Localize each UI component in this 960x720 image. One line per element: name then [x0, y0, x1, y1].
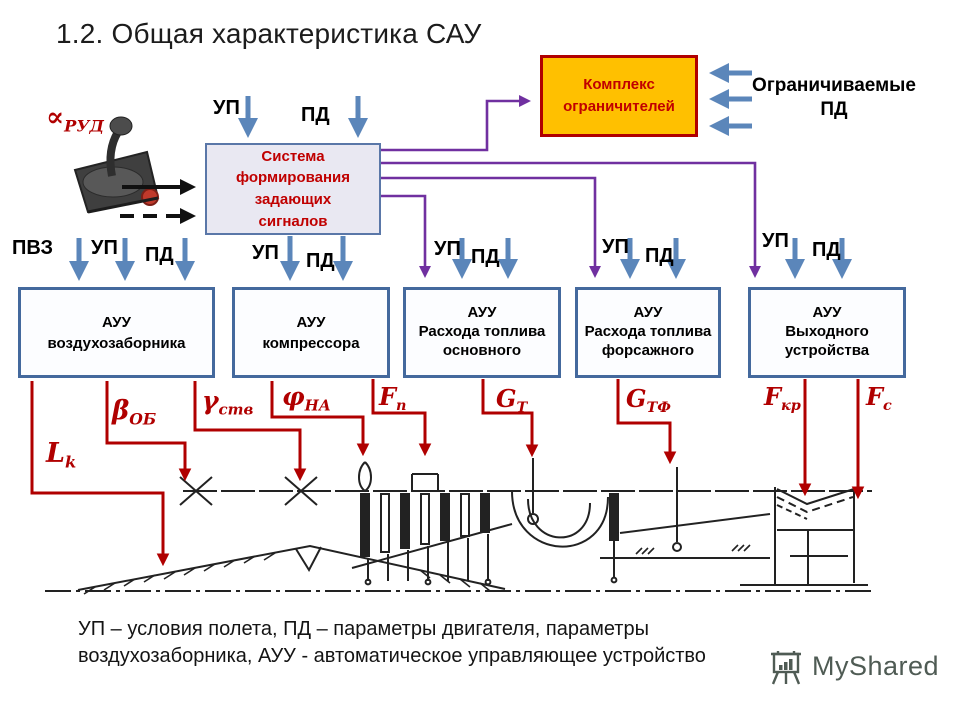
- label-pd-box5: ПД: [812, 239, 841, 261]
- auu2-line1: АУУ: [296, 313, 326, 331]
- legend-caption-line1: УП – условия полета, ПД – параметры двиг…: [78, 618, 649, 640]
- label-up-box4: УП: [602, 236, 629, 258]
- symbol-gamma-glyph: γ: [202, 386, 219, 415]
- signal-box-line4: сигналов: [258, 212, 328, 230]
- symbol-Fc-glyph: F: [866, 382, 884, 411]
- auu5-line3: устройства: [784, 341, 870, 359]
- limited-pd-line2: ПД: [820, 98, 848, 120]
- symbol-Fc-sub: с: [883, 397, 892, 415]
- symbol-Lk-glyph: L: [46, 438, 65, 469]
- label-pd-box4: ПД: [645, 245, 674, 267]
- red-actuator-lines: [30, 379, 865, 567]
- limiter-box-line1: Комплекс: [583, 75, 655, 93]
- limited-pd-line1: Ограничиваемые: [752, 75, 916, 96]
- auu-box-main-fuel: АУУ Расхода топлива основного: [403, 287, 561, 378]
- throttle-lever-image: [73, 116, 160, 214]
- auu1-line1: АУУ: [102, 313, 131, 331]
- myshared-watermark[interactable]: MyShared: [768, 646, 939, 686]
- symbol-Gt-sub: Т: [516, 399, 528, 417]
- signal-box-line2: формирования: [235, 169, 351, 187]
- symbol-beta-ob: βОБ: [112, 396, 156, 428]
- symbol-Gt-glyph: G: [496, 384, 517, 413]
- symbol-Fkr-glyph: F: [764, 382, 782, 411]
- auu3-line2: Расхода топлива: [418, 323, 546, 341]
- label-up-top: УП: [213, 97, 240, 119]
- symbol-Lk: Lk: [46, 438, 76, 472]
- slide-title: 1.2. Общая характеристика САУ: [56, 18, 482, 49]
- label-pd-top: ПД: [301, 104, 330, 126]
- label-pvz: ПВЗ: [12, 237, 54, 259]
- symbol-gamma-sub: ств: [218, 400, 254, 419]
- signal-box-line1: Система: [261, 147, 325, 165]
- auu4-line3: форсажного: [601, 341, 695, 359]
- label-up-box3: УП: [434, 238, 461, 260]
- symbol-beta-sub: ОБ: [129, 409, 157, 429]
- blue-signal-arrows: [69, 63, 852, 281]
- symbol-Gt: GТ: [496, 384, 527, 416]
- engine-sketch: [45, 458, 872, 595]
- label-pd-box1: ПД: [145, 244, 174, 266]
- symbol-Gtf-sub: ТФ: [646, 399, 671, 417]
- myshared-watermark-text: MyShared: [812, 650, 940, 681]
- auu3-line3: основного: [442, 341, 522, 359]
- label-pd-box2: ПД: [306, 250, 335, 272]
- symbol-Gtf: GТФ: [626, 384, 671, 416]
- symbol-phi-na: φНА: [282, 382, 331, 414]
- auu-box-exhaust-device: АУУ Выходного устройства: [748, 287, 906, 378]
- symbol-Fkr: Fкр: [764, 382, 801, 414]
- auu5-line2: Выходного: [785, 323, 869, 341]
- auu-box-afterburner-fuel: АУУ Расхода топлива форсажного: [575, 287, 721, 378]
- symbol-phi-glyph: φ: [282, 382, 305, 411]
- auu2-line2: компрессора: [262, 334, 360, 352]
- symbol-beta-glyph: β: [112, 396, 130, 426]
- symbol-Fc: Fс: [866, 382, 892, 414]
- symbol-Fn-sub: n: [396, 397, 407, 415]
- limiter-complex-box: Комплекс ограничителей: [540, 55, 698, 137]
- symbol-Fn: Fn: [379, 382, 407, 414]
- symbol-phi-sub: НА: [304, 396, 332, 415]
- auu4-line1: АУУ: [633, 304, 663, 322]
- auu-box-air-intake: АУУ воздухозаборника: [18, 287, 215, 378]
- auu3-line1: АУУ: [467, 304, 497, 322]
- symbol-Gtf-glyph: G: [626, 384, 647, 413]
- signal-forming-system-box: Система формирования задающих сигналов: [205, 143, 381, 235]
- auu-box-compressor: АУУ компрессора: [232, 287, 390, 378]
- symbol-Lk-sub: k: [64, 452, 77, 472]
- alpha-rud-symbol: ∝РУД: [46, 102, 104, 136]
- throttle-arrows: [120, 179, 196, 224]
- auu1-line2: воздухозаборника: [47, 334, 186, 352]
- limited-pd-label: Ограничиваемые ПД: [748, 74, 920, 122]
- signal-box-line3: задающих: [254, 191, 332, 208]
- auu4-line2: Расхода топлива: [584, 323, 712, 341]
- label-up-box2: УП: [252, 242, 279, 264]
- symbol-gamma-stv: γств: [202, 386, 253, 418]
- limiter-box-line2: ограничителей: [563, 98, 675, 115]
- symbol-Fkr-sub: кр: [781, 397, 801, 415]
- alpha-symbol-glyph: ∝: [46, 102, 65, 133]
- purple-command-lines: [381, 95, 761, 278]
- auu5-line1: АУУ: [812, 304, 842, 322]
- myshared-easel-icon: [771, 651, 801, 685]
- label-up-box5: УП: [762, 230, 789, 252]
- legend-caption-line2: воздухозаборника, АУУ - автоматическое у…: [78, 645, 706, 667]
- legend-caption: УП – условия полета, ПД – параметры двиг…: [78, 616, 706, 670]
- label-pd-box3: ПД: [471, 246, 500, 268]
- label-up-box1: УП: [91, 237, 118, 259]
- symbol-Fn-glyph: F: [379, 382, 397, 411]
- alpha-symbol-sub: РУД: [64, 116, 104, 136]
